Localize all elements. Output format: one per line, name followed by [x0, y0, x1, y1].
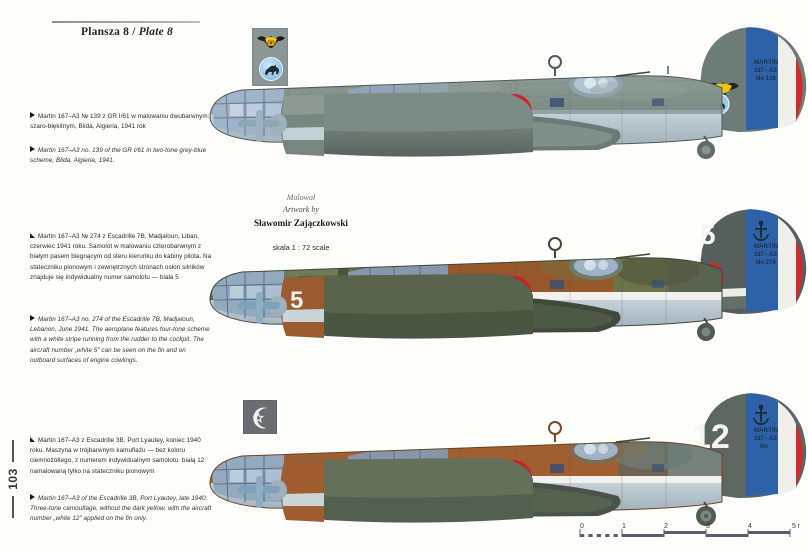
- caption-marker-icon: [30, 494, 35, 500]
- page-title-en: Plate 8: [138, 26, 173, 38]
- page-number-rule-top: [12, 440, 14, 462]
- aircraft-profile-1: MARTIN 167 - A3 No 139: [209, 27, 807, 159]
- caption-text: Martin 167–A3 z Escadrille 3B, Port Lyau…: [30, 437, 205, 475]
- artwork-credit: Malował Artwork by Sławomir Zajączkowski…: [236, 192, 366, 252]
- anchor-icon-3: [753, 404, 769, 425]
- horse-icon: [265, 65, 279, 75]
- page-title-separator: /: [132, 26, 136, 38]
- scale-tick-2: 2: [664, 523, 668, 530]
- page-number: 103: [6, 468, 20, 490]
- caption-marker-icon: [30, 112, 35, 118]
- svg-text:MARTIN: MARTIN: [754, 427, 779, 434]
- fin-number-2: 5: [700, 219, 716, 250]
- credit-artist-name: Sławomir Zajączkowski: [253, 218, 348, 229]
- svg-text:MARTIN: MARTIN: [754, 59, 779, 66]
- page-number-rule-bottom: [12, 496, 14, 518]
- horse-roundel-icon: [259, 57, 283, 81]
- scale-bar: 0 1 2 3 4 5 m: [579, 523, 800, 537]
- caption-marker-icon: [30, 233, 35, 238]
- caption-marker-icon: [30, 437, 35, 442]
- page-number-block: 103: [2, 440, 24, 552]
- caption-plate1-en: Martin 167–A3 no. 139 of the GR I/61 in …: [30, 146, 212, 166]
- bat-eagle-icon: [257, 36, 285, 48]
- credit-label-pl: Malował: [286, 193, 316, 202]
- badge-plate3: [243, 400, 277, 434]
- scale-bar-subdivisions: [580, 534, 618, 537]
- credit-label-en: Artwork by: [283, 204, 319, 214]
- scale-bar-segments: [622, 531, 790, 537]
- engine-cowl-3: [280, 460, 324, 522]
- scale-note: skala 1 : 72 scale: [272, 242, 330, 252]
- caption-text: Martin 167–A3 № 274 z Escadrille 7B, Mad…: [30, 233, 212, 281]
- aircraft-profile-3: MARTIN 167 - A3 No 12: [209, 393, 807, 526]
- svg-text:167 - A3: 167 - A3: [754, 436, 777, 442]
- caption-text: Martin 167–A3 no. 139 of the GR I/61 in …: [30, 147, 207, 165]
- svg-text:No 139: No 139: [756, 76, 776, 82]
- caption-marker-icon: [30, 315, 35, 321]
- svg-text:No 274: No 274: [756, 260, 776, 266]
- svg-text:MARTIN: MARTIN: [754, 243, 779, 250]
- header-rule: [52, 21, 200, 23]
- caption-text: Martin 167–A3 № 139 z GR I/61 w malowani…: [30, 113, 210, 131]
- caption-plate3-pl: Martin 167–A3 z Escadrille 3B, Port Lyau…: [30, 436, 212, 477]
- svg-text:167 - A3: 167 - A3: [754, 68, 777, 74]
- scale-tick-0: 0: [580, 523, 584, 530]
- rudder-tricolor-3: [746, 393, 803, 496]
- caption-marker-icon: [30, 146, 35, 152]
- caption-text: Martin 167–A3 no. 274 of the Escadrille …: [30, 316, 210, 364]
- scale-unit-label: 5 m: [792, 523, 800, 530]
- page-title-pl: Plansza 8: [81, 26, 130, 38]
- caption-plate3-en: Martin 167–A3 of the Escadrille 3B, Port…: [30, 494, 212, 525]
- engine-cowl-2: [280, 276, 324, 338]
- fuselage-white-stripe-3: [348, 476, 722, 483]
- caption-text: Martin 167–A3 of the Escadrille 3B, Port…: [30, 495, 212, 523]
- svg-text:No: No: [760, 444, 768, 450]
- caption-plate2-en: Martin 167–A3 no. 274 of the Escadrille …: [30, 315, 212, 366]
- scale-tick-4: 4: [748, 523, 752, 530]
- caption-plate2-pl: Martin 167–A3 № 274 z Escadrille 7B, Mad…: [30, 232, 212, 283]
- page-title: Plansza 8 / Plate 8: [52, 26, 202, 38]
- crescent-star-icon: [252, 407, 267, 429]
- scale-tick-3: 3: [706, 523, 710, 530]
- aircraft-profile-2: MARTIN 167 - A3 No 274 5: [209, 209, 807, 341]
- scale-tick-1: 1: [622, 523, 626, 530]
- badge-plate1: [252, 28, 288, 86]
- fuselage-white-stripe-2: [348, 292, 722, 300]
- cowl-number-2: 5: [290, 287, 303, 314]
- rudder-tricolor-1: [746, 27, 803, 130]
- svg-text:167 - A3: 167 - A3: [754, 252, 777, 258]
- caption-plate1-pl: Martin 167–A3 № 139 z GR I/61 w malowani…: [30, 112, 212, 132]
- anchor-icon-2: [753, 220, 769, 241]
